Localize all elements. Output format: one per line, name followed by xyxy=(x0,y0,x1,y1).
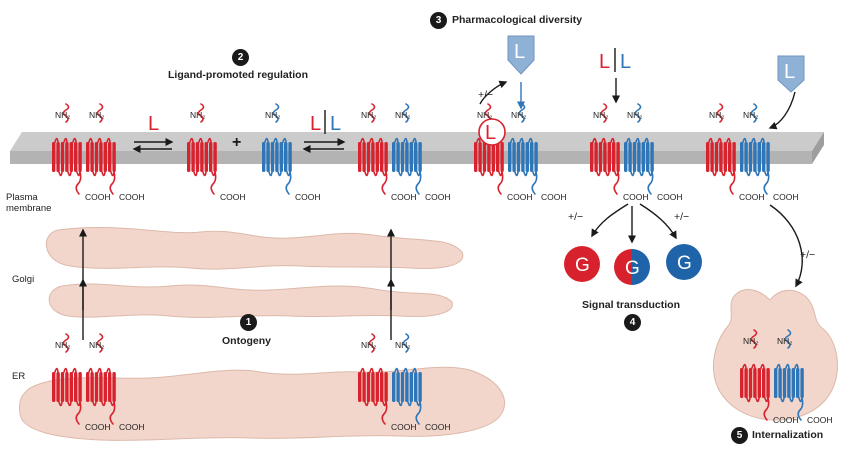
nh2-label: NH₂ xyxy=(55,110,71,120)
modulation-labels: +/− +/− +/− +/− xyxy=(478,89,815,261)
plasma-membrane-label: Plasma membrane xyxy=(6,192,52,214)
g-protein-blue: G xyxy=(666,244,702,280)
modulation-label: +/− xyxy=(674,211,689,223)
ligands: L L L L L L L L xyxy=(148,35,805,146)
nh2-label: NH₂ xyxy=(477,110,493,120)
cooh-label: COOH xyxy=(541,192,567,202)
cooh-label: COOH xyxy=(85,422,111,432)
svg-text:G: G xyxy=(625,258,640,279)
golgi-label: Golgi xyxy=(12,274,35,285)
equilibrium-arrows xyxy=(132,138,346,153)
nh2-label: NH₂ xyxy=(89,340,105,350)
nh2-label: NH₂ xyxy=(709,110,725,120)
cooh-label: COOH xyxy=(295,192,321,202)
ligand-bitopic: L xyxy=(784,61,795,83)
nh2-label: NH₂ xyxy=(743,110,759,120)
nh2-label: NH₂ xyxy=(511,110,527,120)
nh2-label: NH₂ xyxy=(265,110,281,120)
modulation-label: +/− xyxy=(478,89,493,101)
cooh-label: COOH xyxy=(623,192,649,202)
step-badge-3: 3 xyxy=(430,12,447,29)
cooh-label: COOH xyxy=(220,192,246,202)
cooh-label: COOH xyxy=(773,192,799,202)
g-protein-red: G xyxy=(564,246,600,282)
plus-sign: + xyxy=(232,134,241,151)
endosome xyxy=(712,289,838,421)
cooh-label: COOH xyxy=(391,422,417,432)
golgi-apparatus xyxy=(45,226,464,318)
ligand-blue: L xyxy=(620,51,631,73)
nh2-label: NH₂ xyxy=(361,340,377,350)
terminal-labels: NH₂ NH₂ COOH COOH NH₂ COOH NH₂ COOH NH₂ … xyxy=(55,110,833,432)
step-badge-5: 5 xyxy=(731,427,748,444)
svg-text:G: G xyxy=(677,253,692,274)
nh2-label: NH₂ xyxy=(627,110,643,120)
ligand-red: L xyxy=(310,113,321,135)
step-badge-4: 4 xyxy=(624,314,641,331)
modulation-label: +/− xyxy=(800,249,815,261)
step-title-ligand-regulation: Ligand-promoted regulation xyxy=(168,69,308,81)
cooh-label: COOH xyxy=(425,422,451,432)
cooh-label: COOH xyxy=(85,192,111,202)
ligand-bitopic: L xyxy=(514,41,525,63)
cooh-label: COOH xyxy=(739,192,765,202)
cooh-label: COOH xyxy=(119,192,145,202)
cooh-label: COOH xyxy=(657,192,683,202)
step-badge-1: 1 xyxy=(240,314,257,331)
cooh-label: COOH xyxy=(507,192,533,202)
ligand-bound: L xyxy=(485,122,496,144)
step-title-internalization: Internalization xyxy=(752,429,824,441)
nh2-label: NH₂ xyxy=(89,110,105,120)
ligand-blue: L xyxy=(330,113,341,135)
cooh-label: COOH xyxy=(119,422,145,432)
svg-text:G: G xyxy=(575,255,590,276)
cooh-label: COOH xyxy=(773,415,799,425)
modulation-label: +/− xyxy=(568,211,583,223)
step-title-pharmacological-diversity: Pharmacological diversity xyxy=(452,14,583,26)
nh2-label: NH₂ xyxy=(55,340,71,350)
g-protein-mixed: G xyxy=(614,249,650,285)
nh2-label: NH₂ xyxy=(190,110,206,120)
nh2-label: NH₂ xyxy=(395,110,411,120)
cooh-label: COOH xyxy=(807,415,833,425)
trafficking-arrows xyxy=(79,78,803,340)
nh2-label: NH₂ xyxy=(395,340,411,350)
nh2-label: NH₂ xyxy=(777,336,793,346)
nh2-label: NH₂ xyxy=(361,110,377,120)
step-badge-2: 2 xyxy=(232,49,249,66)
step-title-ontogeny: Ontogeny xyxy=(222,335,271,347)
cooh-label: COOH xyxy=(391,192,417,202)
ligand-red: L xyxy=(599,51,610,73)
nh2-label: NH₂ xyxy=(593,110,609,120)
step-title-signal-transduction: Signal transduction xyxy=(582,299,681,311)
signal-arrows xyxy=(591,203,677,244)
ligand-red: L xyxy=(148,113,159,135)
cooh-label: COOH xyxy=(425,192,451,202)
nh2-label: NH₂ xyxy=(743,336,759,346)
er-label: ER xyxy=(12,371,26,382)
